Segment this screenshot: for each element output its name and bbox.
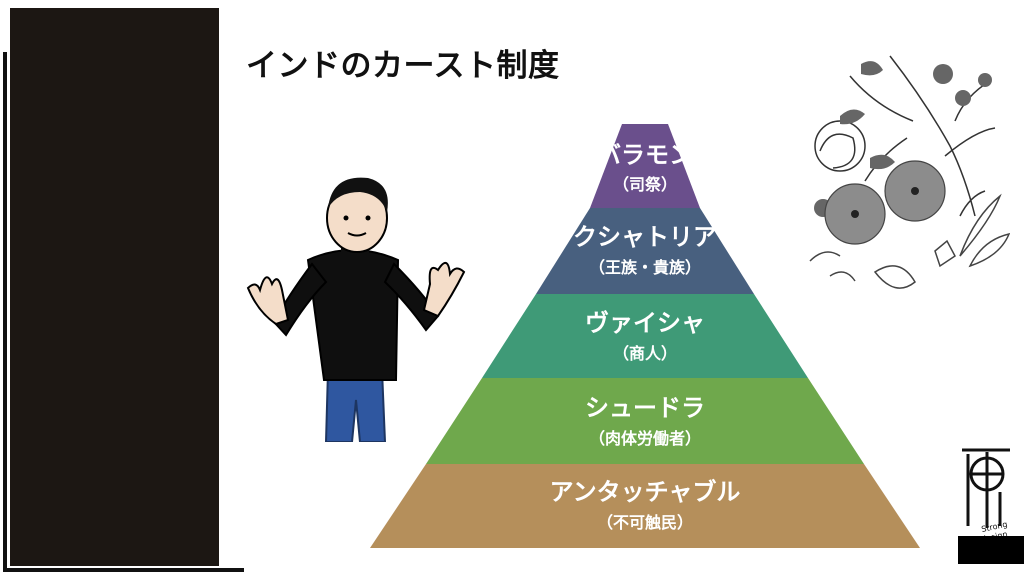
tier-3-name: ヴァイシャ (585, 309, 705, 337)
tier-5-sub: （不可触民） (597, 513, 693, 532)
bottom-frame-line (3, 568, 244, 572)
tier-4-sub: （肉体労働者） (589, 429, 701, 448)
tier-1-name: バラモン (597, 141, 693, 169)
tier-1 (590, 124, 700, 208)
man-illustration (246, 177, 466, 442)
left-frame-line (3, 52, 7, 572)
tier-5 (370, 464, 920, 548)
tier-2-sub: （王族・貴族） (589, 258, 701, 277)
brand-logo: Strong design (958, 448, 1024, 564)
tier-4 (426, 378, 864, 464)
flower-sketch (809, 55, 1010, 289)
slide-title: インドのカースト制度 (246, 48, 560, 84)
left-dark-panel (10, 8, 219, 566)
tier-1-sub: （司祭） (613, 175, 677, 194)
tier-2-name: クシャトリア (573, 223, 717, 251)
caste-pyramid: バラモン （司祭） クシャトリア （王族・貴族） ヴァイシャ （商人） シュード… (370, 124, 920, 548)
tier-4-name: シュードラ (585, 394, 705, 422)
tier-2 (536, 208, 754, 294)
tier-3 (482, 294, 808, 378)
tier-3-sub: （商人） (613, 344, 677, 363)
tier-5-name: アンタッチャブル (550, 478, 741, 506)
